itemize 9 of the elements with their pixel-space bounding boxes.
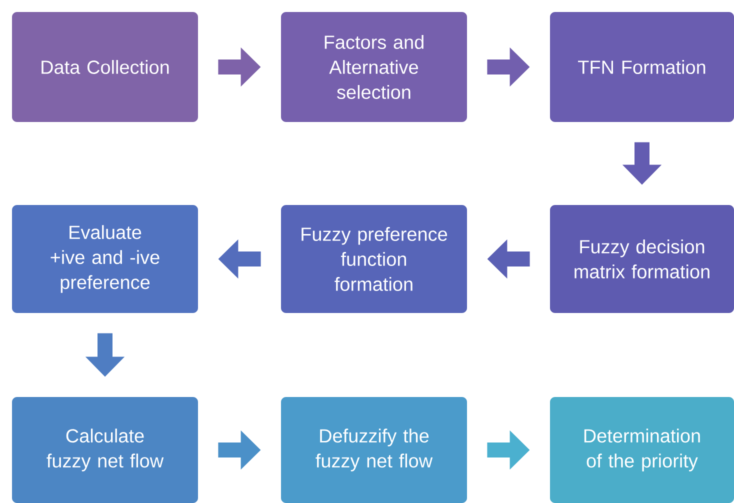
process-box: Defuzzify the fuzzy net flow	[281, 397, 467, 503]
process-box: TFN Formation	[550, 12, 734, 122]
process-box: Factors and Alternative selection	[281, 12, 467, 122]
process-box: Evaluate +ive and -ive preference	[12, 205, 198, 313]
process-box: Fuzzy decision matrix formation	[550, 205, 734, 313]
process-box: Calculate fuzzy net flow	[12, 397, 198, 503]
process-box: Determination of the priority	[550, 397, 734, 503]
process-box: Data Collection	[12, 12, 198, 122]
process-box: Fuzzy preference function formation	[281, 205, 467, 313]
